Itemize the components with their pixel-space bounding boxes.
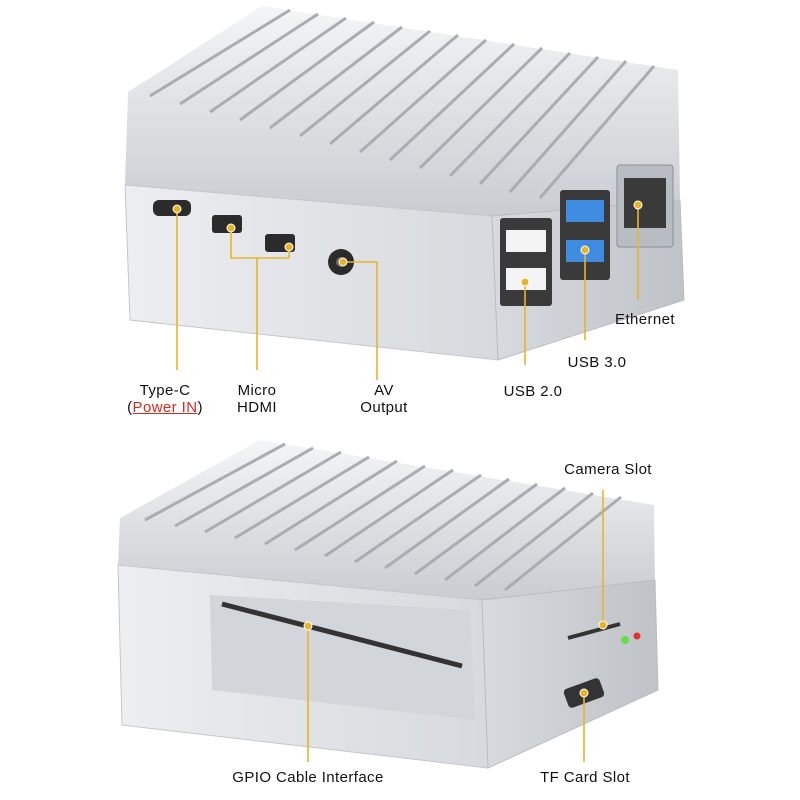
micro-hdmi-port-1 xyxy=(212,215,242,233)
leader-lines-top xyxy=(176,205,639,380)
case-bottom-side-face xyxy=(481,579,659,769)
label-camera-slot: Camera Slot xyxy=(564,461,652,478)
label-gpio: GPIO Cable Interface xyxy=(232,769,384,786)
power-in-highlight: Power IN xyxy=(132,399,198,416)
label-tf-card: TF Card Slot xyxy=(540,769,630,786)
gpio-recess xyxy=(210,595,475,720)
status-led-green xyxy=(621,636,629,644)
fin-ridges-top xyxy=(149,8,656,199)
marker-dots-top xyxy=(172,200,643,287)
heatsink-fins-bottom xyxy=(118,440,655,600)
gpio-slot xyxy=(221,601,463,669)
case-top xyxy=(124,6,685,361)
label-ethernet: Ethernet xyxy=(615,311,675,328)
label-usb3: USB 3.0 xyxy=(567,354,627,371)
marker-dots-bottom xyxy=(303,620,608,698)
usb-c-port xyxy=(153,200,191,216)
status-led-red xyxy=(633,632,641,640)
label-type-c: Type-C (Power IN) xyxy=(127,382,203,416)
case-bottom xyxy=(117,440,659,769)
heatsink-fins-top xyxy=(125,6,680,216)
fin-ridges-bottom xyxy=(144,442,622,592)
label-av-output: AV Output xyxy=(360,382,408,416)
camera-slot-opening xyxy=(567,622,621,640)
label-usb2: USB 2.0 xyxy=(503,383,563,400)
leader-lines-bottom xyxy=(307,490,604,762)
label-micro-hdmi: Micro HDMI xyxy=(237,382,277,416)
